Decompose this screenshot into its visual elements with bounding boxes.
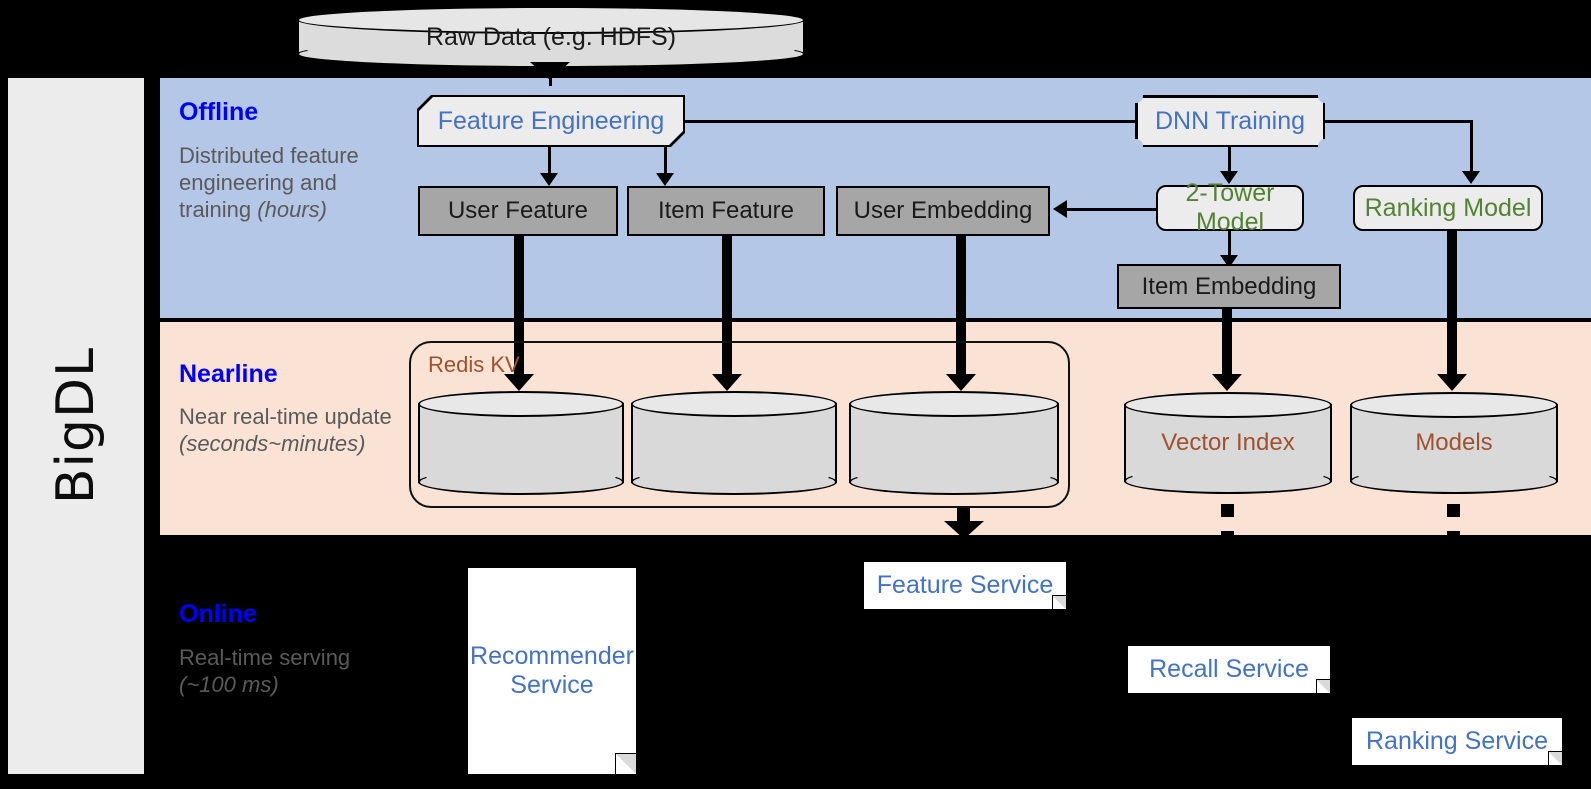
page-fold-icon — [1316, 679, 1330, 693]
dnn-training-node[interactable]: DNN Training — [1137, 97, 1323, 145]
ranking-service-node[interactable]: Ranking Service — [1352, 718, 1562, 765]
recall-service-label: Recall Service — [1149, 654, 1309, 683]
feature-service-label: Feature Service — [876, 570, 1054, 599]
card-notch-br — [1318, 139, 1332, 153]
cylinder-top — [297, 6, 805, 34]
pipe-userfeature — [514, 236, 524, 381]
feature-engineering-node[interactable]: Feature Engineering — [419, 97, 683, 145]
connector-fe-userfeature — [548, 147, 551, 177]
feature-service-node[interactable]: Feature Service — [864, 562, 1066, 609]
dash-redis-featureservice — [957, 508, 970, 521]
user-feature-node[interactable]: User Feature — [418, 186, 618, 236]
connector-twotower-userembedding — [1067, 208, 1157, 211]
redis-cylinder-2 — [631, 391, 837, 495]
vector-index-label: Vector Index — [1161, 429, 1295, 456]
arrowhead-dnn-twotower — [1220, 171, 1238, 184]
redis-kv-container — [409, 341, 1070, 508]
ranking-model-node[interactable]: Ranking Model — [1353, 185, 1543, 231]
card-notch-tr — [1318, 89, 1332, 103]
connector-fe-itemfeature — [664, 147, 667, 177]
ranking-service-label: Ranking Service — [1365, 726, 1549, 755]
arrowhead-dnn-ranking — [1462, 171, 1480, 184]
arrowhead-pipe-userembedding — [946, 374, 976, 391]
item-feature-node[interactable]: Item Feature — [627, 186, 825, 236]
cylinder-bottom — [418, 469, 624, 495]
nearline-desc-italic: (seconds~minutes) — [179, 430, 366, 456]
cylinder-bottom — [1350, 468, 1558, 494]
arrowhead-pipe-itemfeature — [712, 374, 742, 391]
cylinder-bottom — [849, 469, 1059, 495]
offline-desc-italic: (hours) — [257, 196, 327, 222]
cylinder-top — [849, 391, 1059, 417]
arrowhead-pipe-userfeature — [504, 374, 534, 391]
cylinder-top — [1124, 392, 1332, 418]
cylinder-bottom — [631, 469, 837, 495]
recommender-service-line1: Recommender — [470, 641, 634, 670]
cylinder-top — [1350, 392, 1558, 418]
raw-data-cylinder: Raw Data (e.g. HDFS) — [297, 6, 805, 68]
page-fold-icon — [1548, 751, 1562, 765]
bigdl-label: BigDL — [46, 347, 106, 505]
offline-desc-main: Distributed feature engineering and trai… — [179, 143, 359, 222]
connector-twotower-itemembedding — [1228, 231, 1231, 261]
arrowhead-rawdata-fe — [530, 62, 570, 80]
user-embedding-node[interactable]: User Embedding — [836, 186, 1050, 236]
pipe-userembedding — [956, 236, 966, 381]
page-fold-icon — [1052, 595, 1066, 609]
nearline-desc-main: Near real-time update — [179, 404, 392, 429]
arrowhead-fe-userfeature — [540, 173, 558, 186]
pipe-itemembedding — [1222, 309, 1232, 381]
two-tower-model-node[interactable]: 2-Tower Model — [1156, 179, 1304, 236]
offline-desc: Distributed feature engineering and trai… — [179, 143, 394, 223]
connector-dnn-twotower — [1228, 147, 1231, 175]
arrowhead-fe-itemfeature — [656, 173, 674, 186]
recommender-service-line2: Service — [510, 671, 594, 699]
nearline-desc: Near real-time update (seconds~minutes) — [179, 404, 394, 458]
nearline-title: Nearline — [179, 360, 278, 388]
raw-data-label: Raw Data (e.g. HDFS) — [425, 22, 677, 51]
online-desc: Real-time serving (~100 ms) — [179, 645, 369, 699]
card-notch-bl — [1129, 139, 1143, 153]
vector-index-cylinder: Vector Index — [1124, 392, 1332, 494]
page-fold-icon — [615, 753, 636, 774]
arrowhead-twotower-userembedding — [1053, 200, 1067, 218]
card-notch-tl — [1129, 89, 1143, 103]
connector-dnn-ranking-h — [1325, 120, 1473, 123]
dash-models-1 — [1447, 504, 1460, 517]
dash-models-2 — [1447, 531, 1460, 544]
cylinder-top — [418, 391, 624, 417]
dash-vectorindex-1 — [1221, 504, 1234, 517]
recall-service-node[interactable]: Recall Service — [1128, 646, 1330, 693]
online-title: Online — [179, 600, 257, 628]
dash-vectorindex-2 — [1221, 531, 1234, 544]
connector-fe-dnn — [685, 120, 1137, 123]
online-desc-italic: (~100 ms) — [179, 671, 279, 697]
pipe-rankingmodel — [1447, 231, 1457, 381]
arrowhead-pipe-itemembedding — [1212, 374, 1242, 391]
cylinder-bottom — [1124, 468, 1332, 494]
cylinder-top — [631, 391, 837, 417]
redis-cylinder-1 — [418, 391, 624, 495]
bigdl-sidebar: BigDL — [8, 78, 144, 774]
redis-kv-label: Redis KV — [428, 352, 520, 377]
arrowhead-redis-featureservice — [944, 521, 984, 539]
offline-title: Offline — [179, 98, 259, 126]
redis-cylinder-3 — [849, 391, 1059, 495]
models-label: Models — [1415, 429, 1493, 456]
connector-dnn-ranking-v — [1470, 120, 1473, 175]
item-embedding-node[interactable]: Item Embedding — [1117, 264, 1341, 309]
models-cylinder: Models — [1350, 392, 1558, 494]
arrowhead-pipe-rankingmodel — [1437, 374, 1467, 391]
pipe-itemfeature — [722, 236, 732, 381]
online-desc-main: Real-time serving — [179, 645, 351, 670]
